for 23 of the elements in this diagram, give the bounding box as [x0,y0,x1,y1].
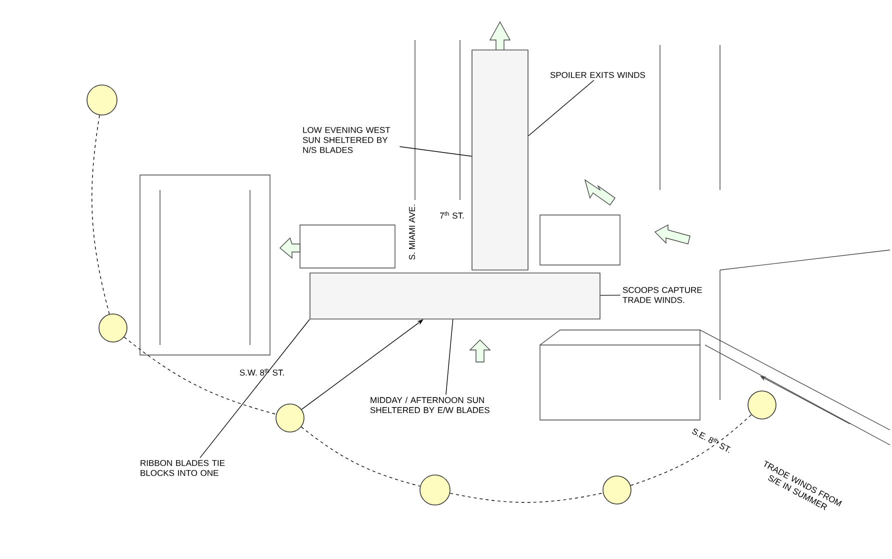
sun-circle [602,476,632,504]
ribbon-blade-tower [472,50,528,270]
annotation-note: MIDDAY / AFTERNOON SUN SHELTERED BY E/W BLADES [370,396,490,414]
leader-line [600,294,621,296]
sun-circle [276,404,304,432]
annotation-note: SPOILER EXITS WINDS [550,72,646,78]
leader-line [399,146,472,157]
ribbon-blade-band [310,272,600,320]
sun-circle [86,84,118,116]
sun-circle [748,390,776,420]
annotation-note: RIBBON BLADES TIE BLOCKS INTO ONE [140,460,225,476]
sun-path-line [124,336,276,415]
sun-path-line [450,492,604,503]
annotation-note: LOW EVENING WEST SUN SHELTERED BY N/S BLADES [302,127,390,153]
sun-path-line [300,426,420,487]
sun-path-line [630,414,752,486]
annotation-note: SCOOPS CAPTURE TRADE WINDS. [622,287,702,303]
leader-line [528,80,594,136]
leader-line [200,319,310,458]
sun-circle [98,314,128,342]
sun-circle [420,474,450,506]
leader-line [446,319,454,396]
sun-path-line [92,114,110,314]
